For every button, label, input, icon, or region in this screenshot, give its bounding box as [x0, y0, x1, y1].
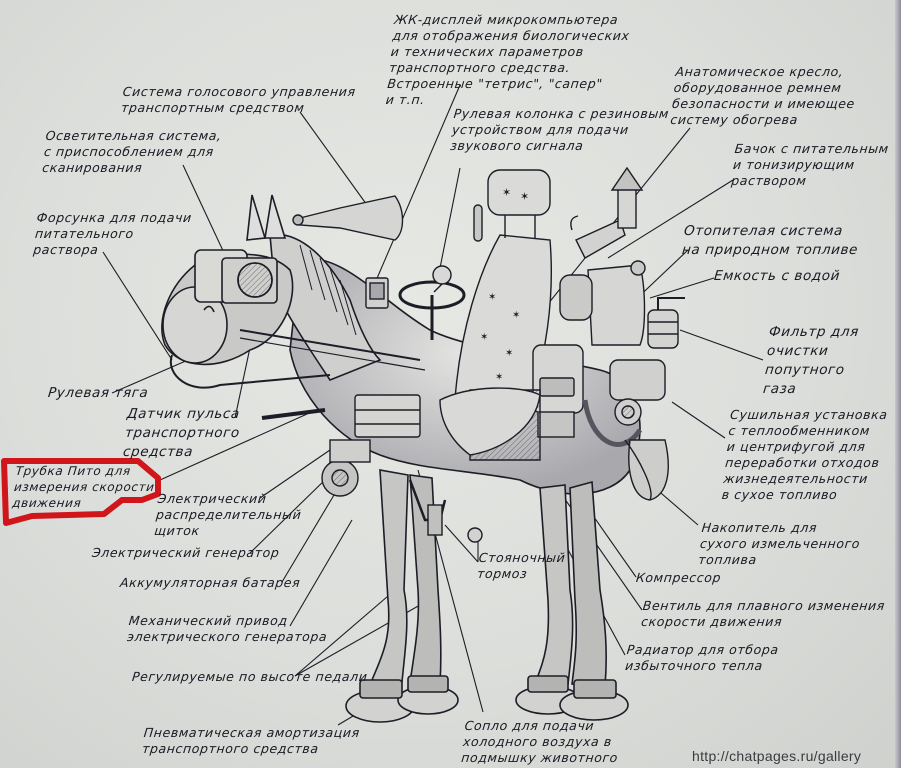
svg-text:✶: ✶: [505, 348, 513, 359]
label-voice-control: Система голосового управления транспортн…: [120, 84, 357, 115]
label-lcd-display: ЖК-дисплей микрокомпьютера для отображен…: [385, 12, 631, 107]
label-pitot-tube: Трубка Пито для измерения скорости движе…: [11, 464, 156, 510]
highlight-callout-border: [1, 458, 161, 526]
label-air-nozzle: Сопло для подачи холодного воздуха в под…: [460, 718, 619, 765]
label-radiator: Радиатор для отбора избыточного тепла: [624, 642, 780, 673]
label-pneumatic-suspension: Пневматическая амортизация транспортного…: [141, 725, 361, 756]
label-seat: Анатомическое кресло, оборудованное ремн…: [669, 64, 856, 127]
label-steering-rod: Рулевая тяга: [47, 385, 150, 401]
svg-text:✶: ✶: [495, 372, 503, 383]
label-heating-system: Отопителая система на природном топливе: [681, 223, 859, 258]
label-lighting-system: Осветительная система, с приспособлением…: [41, 128, 223, 175]
label-mechanical-drive: Механический привод электрического генер…: [126, 613, 329, 644]
label-gas-filter: Фильтр для очистки попутного газа: [762, 324, 860, 397]
page-edge: [895, 0, 901, 768]
svg-text:✶: ✶: [502, 186, 511, 199]
label-water-tank: Емкость с водой: [713, 268, 841, 284]
svg-text:✶: ✶: [520, 190, 529, 203]
label-generator: Электрический генератор: [91, 545, 281, 560]
equipment: ✶ ✶ ✶ ✶ ✶ ✶ ✶: [239, 166, 685, 543]
label-pedals: Регулируемые по высоте педали: [131, 669, 369, 684]
label-battery: Аккумуляторная батарея: [119, 575, 302, 590]
svg-text:✶: ✶: [512, 310, 520, 321]
label-pulse-sensor: Датчик пульса транспортного средства: [122, 406, 241, 460]
label-switchboard: Электрический распределительный щиток: [153, 491, 303, 538]
label-injector: Форсунка для подачи питательного раствор…: [32, 210, 193, 257]
label-parking-brake: Стояночный тормоз: [476, 550, 567, 581]
label-steering-column: Рулевая колонка с резиновым устройством …: [449, 106, 670, 153]
svg-text:✶: ✶: [480, 332, 488, 343]
svg-text:✶: ✶: [488, 292, 496, 303]
label-valve: Вентиль для плавного изменения скорости …: [640, 598, 886, 629]
label-compressor: Компрессор: [635, 570, 722, 585]
label-fuel-storage: Накопитель для сухого измельченного топл…: [697, 520, 861, 567]
label-dryer: Сушильная установка с теплообменником и …: [721, 407, 889, 502]
source-watermark: http://chatpages.ru/gallery: [692, 748, 862, 764]
label-nutrient-tank: Бачок с питательным и тонизирующим раств…: [730, 141, 890, 188]
